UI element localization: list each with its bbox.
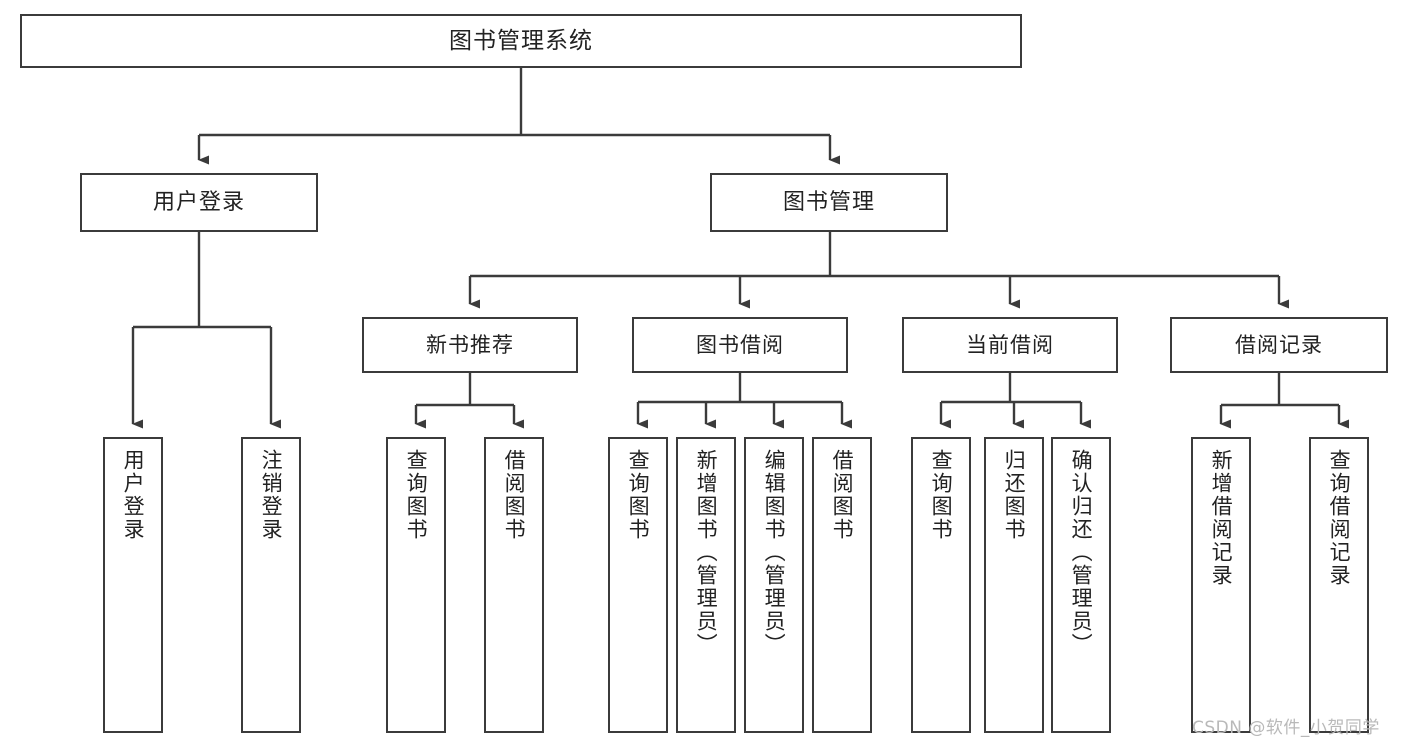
node-leaf-query-book-1[interactable]: 查询图书 bbox=[386, 437, 446, 733]
node-leaf-query-book-2[interactable]: 查询图书 bbox=[608, 437, 668, 733]
node-leaf-user-logout[interactable]: 注销登录 bbox=[241, 437, 301, 733]
node-leaf-confirm-return-label: 确认归还（管理员） bbox=[1069, 449, 1094, 656]
node-user-login[interactable]: 用户登录 bbox=[80, 173, 318, 232]
node-new-book-recommend[interactable]: 新书推荐 bbox=[362, 317, 578, 373]
node-leaf-borrow-book-1-label: 借阅图书 bbox=[502, 449, 527, 541]
node-leaf-add-record[interactable]: 新增借阅记录 bbox=[1191, 437, 1251, 733]
node-current-borrow-label: 当前借阅 bbox=[966, 332, 1054, 357]
node-leaf-user-login[interactable]: 用户登录 bbox=[103, 437, 163, 733]
node-user-login-label: 用户登录 bbox=[152, 189, 245, 215]
node-leaf-borrow-book-2[interactable]: 借阅图书 bbox=[812, 437, 872, 733]
node-book-borrow-label: 图书借阅 bbox=[696, 332, 784, 357]
node-book-manage-label: 图书管理 bbox=[782, 189, 875, 215]
node-leaf-edit-book-label: 编辑图书（管理员） bbox=[762, 449, 787, 656]
node-new-book-recommend-label: 新书推荐 bbox=[426, 332, 514, 357]
book-manage-to-level3-connectors bbox=[468, 232, 1289, 309]
current-borrow-to-leaves-connectors bbox=[939, 373, 1091, 429]
node-leaf-query-book-3[interactable]: 查询图书 bbox=[911, 437, 971, 733]
node-leaf-user-login-label: 用户登录 bbox=[121, 449, 146, 541]
borrow-record-to-leaves-connectors bbox=[1219, 373, 1349, 429]
node-leaf-return-book[interactable]: 归还图书 bbox=[984, 437, 1044, 733]
node-leaf-user-logout-label: 注销登录 bbox=[259, 449, 284, 541]
node-leaf-query-book-3-label: 查询图书 bbox=[929, 449, 954, 541]
node-leaf-return-book-label: 归还图书 bbox=[1002, 449, 1027, 541]
node-leaf-add-book[interactable]: 新增图书（管理员） bbox=[676, 437, 736, 733]
node-borrow-record-label: 借阅记录 bbox=[1235, 332, 1323, 357]
node-leaf-add-book-label: 新增图书（管理员） bbox=[694, 449, 719, 656]
node-leaf-query-record-label: 查询借阅记录 bbox=[1327, 449, 1352, 587]
node-current-borrow[interactable]: 当前借阅 bbox=[902, 317, 1118, 373]
node-leaf-add-record-label: 新增借阅记录 bbox=[1209, 449, 1234, 587]
node-leaf-confirm-return[interactable]: 确认归还（管理员） bbox=[1051, 437, 1111, 733]
node-root[interactable]: 图书管理系统 bbox=[20, 14, 1022, 68]
new-book-recommend-to-leaves-connectors bbox=[414, 373, 524, 429]
node-root-label: 图书管理系统 bbox=[449, 27, 593, 54]
user-login-to-leaves-connectors bbox=[131, 232, 281, 429]
node-leaf-borrow-book-1[interactable]: 借阅图书 bbox=[484, 437, 544, 733]
node-leaf-edit-book[interactable]: 编辑图书（管理员） bbox=[744, 437, 804, 733]
node-leaf-borrow-book-2-label: 借阅图书 bbox=[830, 449, 855, 541]
book-borrow-to-leaves-connectors bbox=[636, 373, 852, 429]
node-borrow-record[interactable]: 借阅记录 bbox=[1170, 317, 1388, 373]
node-book-borrow[interactable]: 图书借阅 bbox=[632, 317, 848, 373]
node-book-manage[interactable]: 图书管理 bbox=[710, 173, 948, 232]
node-leaf-query-book-1-label: 查询图书 bbox=[404, 449, 429, 541]
node-leaf-query-book-2-label: 查询图书 bbox=[626, 449, 651, 541]
node-leaf-query-record[interactable]: 查询借阅记录 bbox=[1309, 437, 1369, 733]
root-to-level2-connectors bbox=[197, 68, 840, 165]
